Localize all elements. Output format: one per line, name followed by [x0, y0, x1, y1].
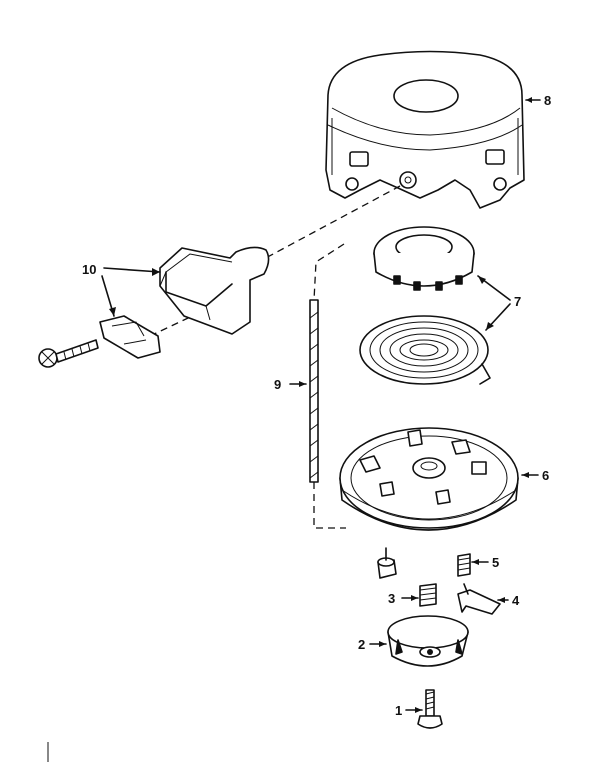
- callout-1: 1: [395, 703, 402, 718]
- callout-6: 6: [542, 468, 549, 483]
- callout-4: 4: [512, 593, 520, 608]
- callout-3: 3: [388, 591, 395, 606]
- part-3-spring: [401, 583, 437, 607]
- part-8-starter-housing: [325, 50, 541, 209]
- callout-10: 10: [82, 262, 96, 277]
- part-7-recoil-spring: [359, 315, 491, 385]
- callout-9: 9: [274, 377, 281, 392]
- part-2-brake-cup: [369, 615, 469, 667]
- part-6-pulley: [339, 427, 539, 531]
- part-4-brake-clip: [457, 583, 509, 615]
- rope-routing-line: [261, 185, 401, 261]
- part-9-starter-rope: [289, 299, 319, 483]
- rope-path-line: [313, 243, 346, 529]
- callout-7: 7: [514, 294, 521, 309]
- callout-8: 8: [544, 93, 551, 108]
- callout-5: 5: [492, 555, 499, 570]
- part-10-starter-handle: [159, 246, 270, 335]
- part-10-rope-clip: [99, 315, 161, 359]
- part-5-spring: [457, 553, 489, 577]
- part-1-screw: [405, 689, 443, 729]
- handle-screw: [38, 339, 99, 368]
- retainer-post: [377, 547, 397, 579]
- part-7-spring-retainer: [373, 226, 475, 291]
- callout-2: 2: [358, 637, 365, 652]
